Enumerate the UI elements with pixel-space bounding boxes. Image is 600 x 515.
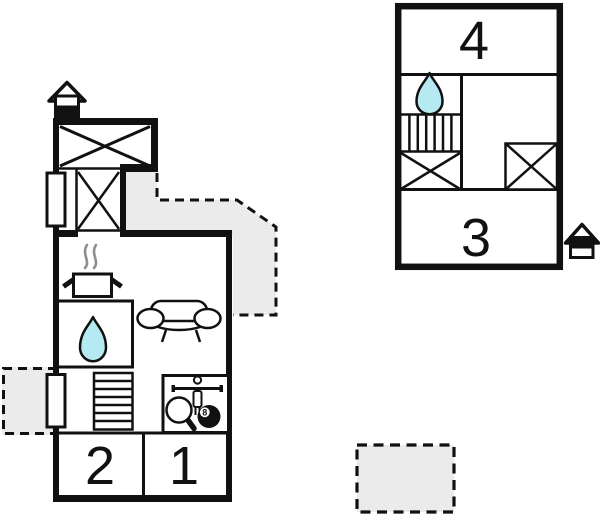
- window-cross-icon: [75, 169, 121, 232]
- terrace-east-area: [125, 168, 276, 315]
- sofa-leg: [160, 329, 168, 343]
- rod-cap: [219, 385, 223, 392]
- rod-cap: [171, 385, 175, 392]
- billiard-eight-ball-icon: 8: [197, 405, 221, 428]
- annex-house: 4 3: [394, 2, 600, 271]
- sofa-armrest: [193, 307, 222, 330]
- pot-handle: [62, 277, 75, 289]
- eight-ball: [197, 405, 221, 428]
- window-cross-icon: [59, 125, 151, 168]
- player-torso: [192, 390, 203, 408]
- staircase-icon: [92, 371, 134, 431]
- sofa-leg: [194, 329, 202, 343]
- game-room: 8: [161, 374, 230, 434]
- main-house: 8 2 1: [45, 80, 232, 502]
- door-marker: [45, 171, 67, 228]
- house-door-band: [569, 236, 595, 249]
- paddle-face: [165, 396, 193, 424]
- cross-line: [504, 142, 558, 191]
- sofa-armrest: [136, 307, 165, 330]
- table-tennis-paddle-icon: [165, 396, 197, 432]
- room-4-label: 4: [459, 11, 489, 71]
- water-drop-icon: [78, 315, 108, 363]
- wall-segment: [151, 118, 158, 172]
- terrace-east: [125, 168, 278, 317]
- window-cross-icon: [400, 151, 461, 191]
- wall-segment: [120, 230, 232, 237]
- sofa-icon: [136, 299, 222, 343]
- room-3-label: 3: [461, 208, 491, 268]
- cooking-pot-icon: [62, 272, 123, 298]
- steam-line: [83, 243, 89, 270]
- room-1-label: 1: [169, 436, 199, 496]
- bedroom-partitions: [59, 431, 226, 495]
- player-head: [192, 375, 203, 385]
- staircase-icon: [401, 113, 460, 153]
- house-door-band: [54, 105, 80, 118]
- eight-ball-circle: [199, 407, 210, 418]
- window-cross-icon: [504, 142, 559, 191]
- wall-segment: [53, 118, 158, 125]
- wall-segment: [120, 164, 126, 237]
- terrace-detached-area: [355, 443, 456, 514]
- steam-icon: [83, 243, 98, 270]
- cross-line: [59, 125, 151, 168]
- wall-segment: [53, 118, 59, 172]
- entrance-house-icon: [47, 80, 87, 118]
- wall-segment: [53, 495, 232, 502]
- steam-line: [92, 243, 98, 270]
- terrace-detached: [355, 443, 456, 514]
- eight-ball-number: 8: [202, 408, 207, 418]
- door-marker: [45, 373, 67, 429]
- pot-body: [72, 272, 113, 298]
- paddle-handle: [184, 416, 197, 432]
- wall-segment: [53, 230, 78, 237]
- entrance-house-icon: [563, 222, 600, 259]
- wall-segment: [226, 237, 232, 502]
- pot-handle: [110, 277, 123, 289]
- cross-line: [76, 171, 121, 230]
- room-2-label: 2: [85, 436, 115, 496]
- cross-line: [400, 151, 461, 191]
- terrace-east-dashed-border: [155, 173, 278, 317]
